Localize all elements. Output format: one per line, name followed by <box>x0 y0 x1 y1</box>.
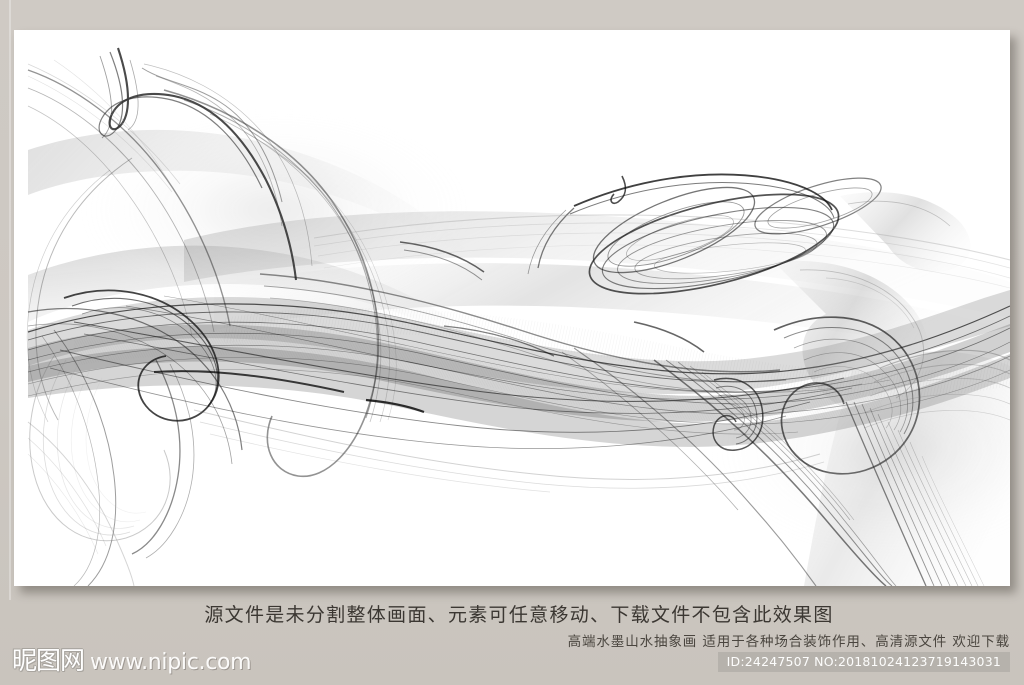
smoke-hairlines-top-left <box>27 59 181 193</box>
smoke-plume-upper-left <box>27 47 313 337</box>
caption-main-text: 源文件是未分割整体画面、元素可任意移动、下载文件不包含此效果图 <box>204 604 834 626</box>
smoke-hinge-accents <box>153 241 705 414</box>
watermark-url: www.nipic.com <box>90 650 252 675</box>
smoke-artwork-svg <box>14 30 1010 586</box>
artwork-canvas <box>14 30 1010 586</box>
smoke-mesh-texture <box>74 307 1010 423</box>
smoke-crest-center <box>527 173 835 275</box>
site-watermark: 昵图网 www.nipic.com <box>12 646 252 675</box>
smoke-wisp-left-bottom <box>27 421 135 586</box>
mat-seam-highlight <box>9 0 11 600</box>
smoke-bell-lower-left <box>29 355 171 542</box>
smoke-sweep-diagonal <box>561 347 897 586</box>
caption-area: 源文件是未分割整体画面、元素可任意移动、下载文件不包含此效果图 高端水墨山水抽象… <box>0 592 1024 685</box>
id-badge: ID:24247507 NO:20181024123719143031 <box>717 652 1010 672</box>
smoke-band-tail <box>193 409 825 493</box>
smoke-veil-upper-right <box>313 214 1010 289</box>
caption-sub-text: 高端水墨山水抽象画 适用于各种场合装饰作用、高清源文件 欢迎下载 <box>567 634 1010 650</box>
watermark-brand-cn: 昵图网 <box>12 646 85 675</box>
smoke-ribbon-center <box>259 273 791 393</box>
